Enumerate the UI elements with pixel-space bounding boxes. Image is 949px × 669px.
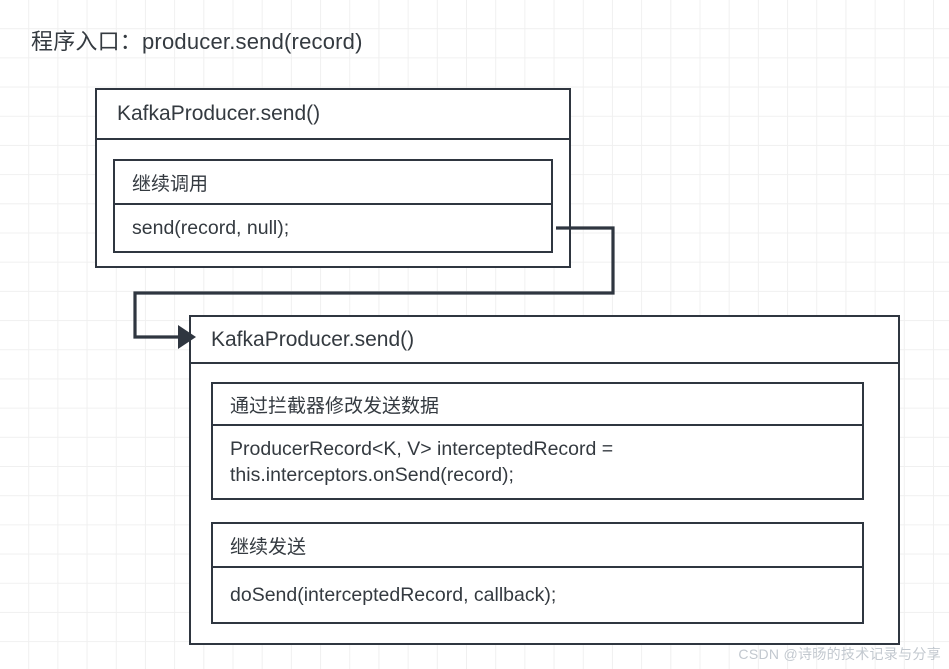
- call-box-header: KafkaProducer.send(): [97, 90, 569, 140]
- call-step[interactable]: 继续发送 doSend(interceptedRecord, callback)…: [211, 522, 864, 624]
- call-step[interactable]: 继续调用 send(record, null);: [113, 159, 553, 253]
- call-step-label: 继续调用: [115, 161, 551, 205]
- call-box-body: 继续调用 send(record, null);: [97, 140, 569, 265]
- watermark: CSDN @诗旸的技术记录与分享: [738, 646, 941, 662]
- call-box-body: 通过拦截器修改发送数据 ProducerRecord<K, V> interce…: [191, 364, 898, 642]
- call-box-header: KafkaProducer.send(): [191, 317, 898, 364]
- call-box-kafkaproducer-send-inner[interactable]: KafkaProducer.send() 通过拦截器修改发送数据 Produce…: [189, 315, 900, 645]
- call-step-label: 通过拦截器修改发送数据: [213, 384, 862, 426]
- call-step-label: 继续发送: [213, 524, 862, 568]
- call-box-kafkaproducer-send-outer[interactable]: KafkaProducer.send() 继续调用 send(record, n…: [95, 88, 571, 268]
- page-title: 程序入口：producer.send(record): [31, 29, 363, 54]
- call-step-code: doSend(interceptedRecord, callback);: [230, 584, 557, 606]
- call-step-code: ProducerRecord<K, V> interceptedRecord =…: [230, 438, 614, 486]
- call-step-code: send(record, null);: [132, 217, 290, 239]
- call-step[interactable]: 通过拦截器修改发送数据 ProducerRecord<K, V> interce…: [211, 382, 864, 500]
